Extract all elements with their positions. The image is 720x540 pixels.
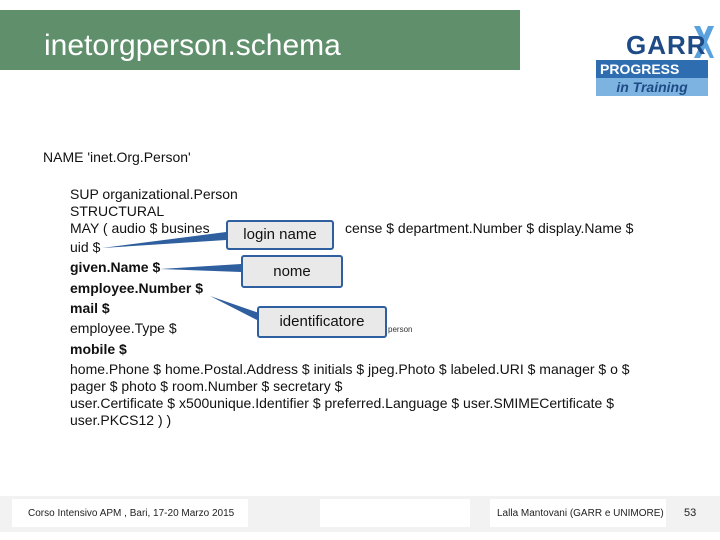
schema-name: NAME 'inet.Org.Person' [43, 149, 191, 165]
line-user-cert: user.Certificate $ x500unique.Identifier… [70, 395, 614, 411]
footer-right-box [490, 499, 666, 527]
line-uid: uid $ [70, 239, 101, 255]
footer-course: Corso Intensivo APM , Bari, 17-20 Marzo … [28, 508, 235, 519]
page-number: 53 [684, 507, 697, 519]
callout-login-name: login name [226, 220, 334, 250]
line-pager: pager $ photo $ room.Number $ secretary … [70, 378, 343, 394]
title-bar [0, 10, 520, 70]
logo-training: in Training [596, 78, 708, 96]
line-employee-type: employee.Type $ [70, 320, 177, 336]
line-mobile: mobile $ [70, 341, 127, 357]
line-user-pkcs: user.PKCS12 ) ) [70, 412, 172, 428]
line-may-end: cense $ department.Number $ display.Name… [345, 220, 634, 236]
garr-x-icon [694, 26, 714, 58]
hidden-fragment: person [388, 325, 413, 334]
logo-brand: GARR [626, 30, 707, 60]
logo-progress: PROGRESS [596, 60, 708, 78]
footer-center-box [320, 499, 470, 527]
arrow-nome [160, 264, 241, 272]
callout-identificatore: identificatore [257, 306, 387, 338]
line-structural: STRUCTURAL [70, 203, 165, 219]
callout-nome: nome [241, 255, 343, 288]
arrow-identificatore [210, 296, 262, 320]
line-mail: mail $ [70, 300, 110, 316]
footer-left-box [12, 499, 248, 527]
line-given-name: given.Name $ [70, 259, 161, 275]
line-sup: SUP organizational.Person [70, 186, 238, 202]
footer-author: Lalla Mantovani (GARR e UNIMORE) [497, 508, 664, 519]
line-may-start: MAY ( audio $ busines [70, 220, 210, 236]
garr-logo: GARR PROGRESS in Training [596, 24, 714, 96]
slide-title: inetorgperson.schema [44, 29, 341, 62]
line-employee-number: employee.Number $ [70, 280, 204, 296]
line-home-phone: home.Phone $ home.Postal.Address $ initi… [70, 361, 630, 377]
